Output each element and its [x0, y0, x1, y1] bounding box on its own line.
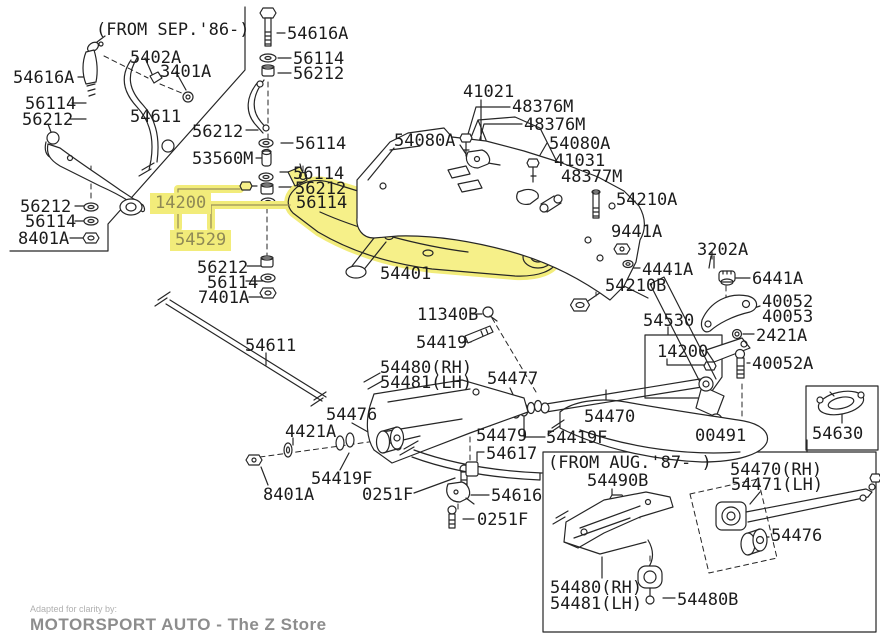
part-label-40053: 40053	[762, 307, 814, 327]
part-label-2421a: 2421A	[756, 326, 808, 346]
tie-rod-end-drawing	[82, 35, 106, 97]
part-label-54476: 54476	[326, 405, 378, 425]
part-label-54401: 54401	[380, 264, 432, 284]
part-label-40052a: 40052A	[752, 354, 814, 374]
part-label-54419f: 54419F	[311, 469, 373, 489]
part-label-54481-lh: 54481(LH)	[550, 594, 643, 614]
part-label-14200: 14200	[657, 342, 709, 362]
part-label-56212: 56212	[197, 258, 249, 278]
part-label-41021: 41021	[463, 82, 515, 102]
part-label-56114: 56114	[207, 273, 259, 293]
control-arm-left-drawing	[44, 123, 175, 216]
part-label-7401a: 7401A	[198, 288, 250, 308]
part-label-48376m: 48376M	[512, 97, 574, 117]
tension-rod-bracket-drawing	[363, 372, 529, 464]
part-label-3202a: 3202A	[697, 240, 749, 260]
part-label-4421a: 4421A	[285, 422, 337, 442]
part-label-56212: 56212	[293, 64, 345, 84]
part-label-11340b: 11340B	[417, 305, 479, 325]
part-label-54477: 54477	[487, 369, 539, 389]
part-label-56114: 56114	[25, 94, 77, 114]
part-label-54530: 54530	[643, 311, 695, 331]
part-label-54470-rh: 54470(RH)	[730, 460, 823, 480]
part-label-14200: 14200	[150, 193, 212, 214]
part-label-54529: 54529	[170, 230, 232, 251]
part-label-8401a: 8401A	[18, 229, 70, 249]
part-label-48376m: 48376M	[524, 115, 586, 135]
part-label-4441a: 4441A	[642, 260, 694, 280]
part-label-0251f: 0251F	[362, 485, 414, 505]
part-label-54611: 54611	[245, 336, 297, 356]
part-label-54481-lh: 54481(LH)	[380, 373, 473, 393]
part-label-54210b: 54210B	[605, 276, 667, 296]
part-label-00491: 00491	[695, 426, 747, 446]
footer-credit: Adapted for clarity by:	[30, 604, 118, 614]
crossmember-drawing	[345, 116, 649, 301]
part-label-54611: 54611	[130, 107, 182, 127]
part-label-56212: 56212	[20, 197, 72, 217]
part-label-56114: 56114	[296, 193, 348, 213]
part-label-56212: 56212	[295, 179, 347, 199]
part-label-54616a: 54616A	[287, 24, 349, 44]
part-label-54480b: 54480B	[677, 590, 739, 610]
center-hardware-drawing	[447, 133, 717, 371]
part-label-56212: 56212	[22, 110, 74, 130]
gasket-54630-drawing	[816, 390, 865, 416]
part-label-56114: 56114	[25, 212, 77, 232]
part-label-5402a: 5402A	[130, 48, 182, 68]
box-54630	[805, 385, 879, 451]
part-label-53560m: 53560M	[192, 149, 254, 169]
part-label-54617: 54617	[486, 444, 538, 464]
part-label-54479: 54479	[476, 426, 528, 446]
stabilizer-bar-bottom-drawing	[154, 291, 543, 529]
knuckle-strut-drawing	[649, 255, 758, 442]
part-label-54210a: 54210A	[616, 190, 678, 210]
aug87-parts-drawing	[552, 473, 880, 605]
part-label-54471-lh: 54471(LH)	[731, 475, 824, 495]
part-label-from-aug-87: (FROM AUG.'87- )	[548, 453, 712, 473]
part-label-56114: 56114	[293, 164, 345, 184]
part-label-54080a: 54080A	[394, 131, 456, 151]
stabilizer-bar-top-drawing	[123, 57, 159, 177]
clamp-and-nut-drawing	[149, 71, 194, 103]
footer: Adapted for clarity by: MOTORSPORT AUTO …	[30, 604, 327, 635]
part-label-from-sep-86: (FROM SEP.'86-)	[96, 20, 250, 40]
part-label-0251f: 0251F	[477, 510, 529, 530]
part-label-56212: 56212	[192, 122, 244, 142]
part-label-54616: 54616	[491, 486, 543, 506]
part-label-48377m: 48377M	[561, 167, 623, 187]
part-label-54616a: 54616A	[13, 68, 75, 88]
part-label-6441a: 6441A	[752, 269, 804, 289]
part-label-54419f: 54419F	[546, 428, 608, 448]
part-label-54080a: 54080A	[549, 134, 611, 154]
hardware-stack-left-drawing	[82, 202, 100, 244]
part-label-8401a: 8401A	[263, 485, 315, 505]
footer-brand-logo: MOTORSPORT AUTO - The Z Store	[30, 615, 327, 634]
part-label-54490b: 54490B	[587, 471, 649, 491]
part-label-54480-rh: 54480(RH)	[380, 358, 473, 378]
part-label-54476: 54476	[771, 526, 823, 546]
part-label-56114: 56114	[295, 134, 347, 154]
part-label-9441a: 9441A	[611, 222, 663, 242]
part-label-56114: 56114	[293, 49, 345, 69]
part-label-40052: 40052	[762, 292, 814, 312]
part-label-54419: 54419	[416, 333, 468, 353]
part-label-41031: 41031	[554, 151, 606, 171]
part-label-54470: 54470	[584, 407, 636, 427]
bushing-row-drawing	[245, 426, 469, 489]
part-label-54480-rh: 54480(RH)	[550, 578, 643, 598]
part-label-54630: 54630	[812, 424, 864, 444]
part-label-3401a: 3401A	[160, 62, 212, 82]
